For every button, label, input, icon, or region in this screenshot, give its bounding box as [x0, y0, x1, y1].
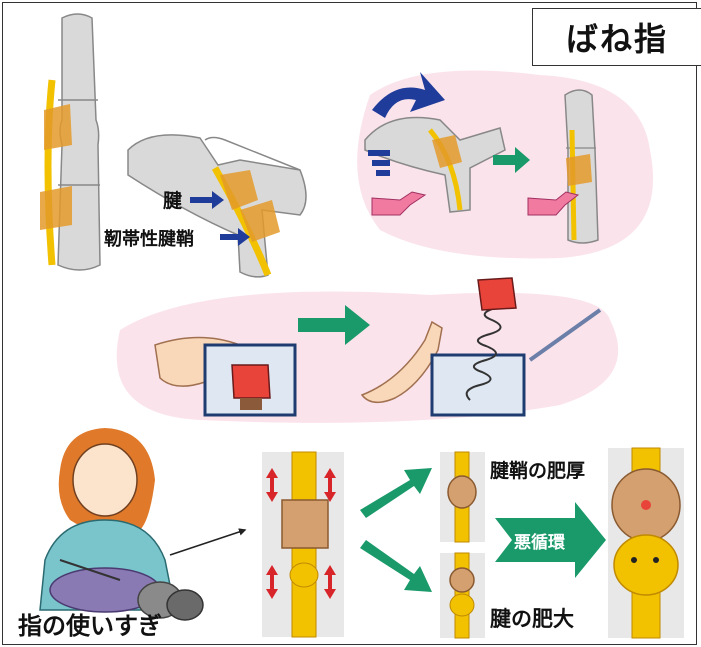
vicious-cycle-arrow — [495, 502, 606, 578]
straight-finger-illustration — [40, 13, 101, 271]
knitting-woman-illustration — [39, 428, 204, 621]
cause-arrow — [169, 528, 247, 556]
spring-analogy-panel — [116, 277, 619, 423]
bent-finger-illustration — [127, 134, 307, 278]
page-title: ばね指 — [532, 8, 701, 66]
snapping-panel — [357, 70, 654, 259]
tendon-sheath-panel — [262, 451, 344, 638]
green-arrow-down — [360, 540, 432, 592]
tendon-pointer-arrow — [190, 191, 224, 209]
tendon-label: 腱 — [163, 190, 183, 212]
sheath-pointer-arrow — [220, 228, 250, 246]
overuse-label: 指の使いすぎ — [18, 612, 162, 640]
tendon-enlargement-label: 腱の肥大 — [490, 607, 574, 631]
final-stage-panel — [608, 447, 684, 639]
sheath-label: 靭帯性腱鞘 — [104, 229, 194, 250]
vicious-cycle-label: 悪循環 — [514, 533, 565, 553]
sheath-thickening-label: 腱鞘の肥厚 — [490, 460, 586, 482]
green-arrow-up — [360, 468, 432, 518]
sheath-thickening-panel — [440, 451, 485, 543]
tendon-enlargement-panel — [440, 552, 485, 639]
